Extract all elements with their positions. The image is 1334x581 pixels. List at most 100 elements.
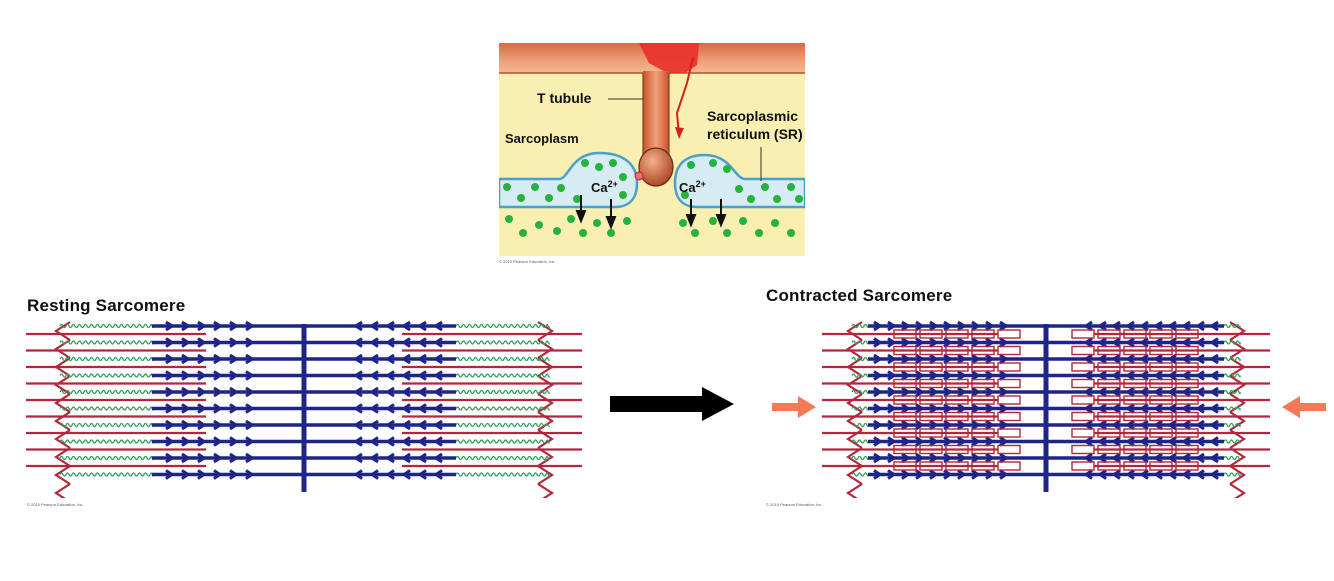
titin [455, 373, 550, 378]
myosin-head [213, 353, 221, 365]
crossbridge [893, 329, 917, 339]
titin [1223, 472, 1241, 477]
myosin-head [873, 403, 881, 414]
myosin-head [1141, 436, 1149, 447]
crossbridge [1123, 378, 1147, 389]
myosin-head [943, 403, 951, 414]
calcium-symbol: Ca [679, 180, 696, 195]
myosin-head [387, 337, 395, 348]
crossbridge [919, 362, 943, 372]
myosin-head [1085, 469, 1093, 480]
myosin-head [197, 469, 205, 480]
myosin-head [887, 419, 895, 431]
myosin-head [873, 370, 881, 381]
crossbridge [1175, 362, 1199, 372]
calcium-label-right: Ca2+ [679, 179, 706, 195]
myosin-head [371, 469, 379, 480]
myosin-head [181, 370, 189, 381]
crossbridge [893, 411, 917, 422]
myosin-head [387, 469, 395, 480]
crossbridge [1123, 345, 1147, 356]
crossbridge [919, 428, 943, 438]
calcium-symbol: Ca [591, 180, 608, 195]
crossbridge [919, 345, 943, 356]
crossbridge [997, 395, 1021, 405]
myosin-head [245, 436, 253, 447]
myosin-head [229, 370, 237, 381]
myosin-head [435, 337, 443, 348]
myosin-head [371, 337, 379, 348]
myosin-head [165, 353, 173, 365]
titin [455, 455, 550, 461]
titin [59, 406, 154, 411]
myosin-head [387, 403, 395, 414]
contracted-title: Contracted Sarcomere [766, 286, 953, 305]
myosin-head [229, 452, 237, 464]
myosin-head [943, 386, 951, 398]
myosin-head [1211, 386, 1219, 398]
myosin-head [1169, 320, 1177, 332]
myosin-head [403, 386, 411, 398]
crossbridge [1149, 461, 1173, 471]
myosin-head [387, 386, 395, 398]
action-potential-arrow [675, 56, 694, 136]
myosin-head [181, 353, 189, 365]
crossbridge [1149, 329, 1173, 339]
myosin-head [371, 403, 379, 414]
myosin-head [1211, 452, 1219, 464]
myosin-head [873, 337, 881, 348]
crossbridge [1175, 329, 1199, 339]
crossbridge [1123, 428, 1147, 438]
titin [455, 439, 550, 444]
crossbridge [1149, 395, 1173, 405]
myosin-head [229, 436, 237, 447]
crossbridge [919, 461, 943, 471]
myosin-head [165, 469, 173, 480]
myosin-head [165, 436, 173, 447]
myosin-head [355, 386, 363, 398]
ec-coupling-svg: T tubule Sarcoplasm Sarcoplasmic reticul… [499, 43, 805, 256]
myosin-head [197, 436, 205, 447]
calcium-charge: 2+ [608, 179, 618, 189]
myosin-head [371, 452, 379, 464]
crossbridge [997, 362, 1021, 372]
resting-title: Resting Sarcomere [27, 296, 186, 315]
myosin-head [371, 386, 379, 398]
myosin-head [181, 386, 189, 398]
myosin-head [1169, 337, 1177, 348]
myosin-head [915, 370, 923, 381]
myosin-head [1197, 419, 1205, 431]
top-copyright: © 2010 Pearson Education, Inc. [499, 259, 556, 264]
myosin-head [213, 469, 221, 480]
crossbridge [1149, 362, 1173, 372]
crossbridge [1097, 345, 1121, 356]
myosin-head [213, 452, 221, 464]
crossbridge [1097, 444, 1121, 455]
myosin-head [915, 320, 923, 332]
myosin-head [197, 370, 205, 381]
myosin-head [245, 386, 253, 398]
myosin-head [887, 403, 895, 414]
myosin-head [915, 337, 923, 348]
myosin-head [387, 452, 395, 464]
z-disc-left [53, 321, 71, 498]
crossbridge [1097, 395, 1121, 405]
crossbridge [997, 428, 1021, 438]
crossbridge [945, 411, 969, 422]
titin [59, 439, 154, 444]
myosin-head [181, 469, 189, 480]
myosin-head [355, 403, 363, 414]
crossbridge [1097, 329, 1121, 339]
myosin-head [419, 403, 427, 414]
myosin-head [435, 353, 443, 365]
myosin-head [245, 403, 253, 414]
myosin-head [355, 370, 363, 381]
myosin-head [1141, 320, 1149, 332]
crossbridge [945, 362, 969, 372]
myosin-head [1169, 469, 1177, 480]
myosin-head [1141, 337, 1149, 348]
ec-coupling-diagram: T tubule Sarcoplasm Sarcoplasmic reticul… [499, 43, 805, 256]
myosin-head [943, 320, 951, 332]
myosin-head [387, 419, 395, 431]
sarcoplasm-label: Sarcoplasm [505, 131, 579, 146]
